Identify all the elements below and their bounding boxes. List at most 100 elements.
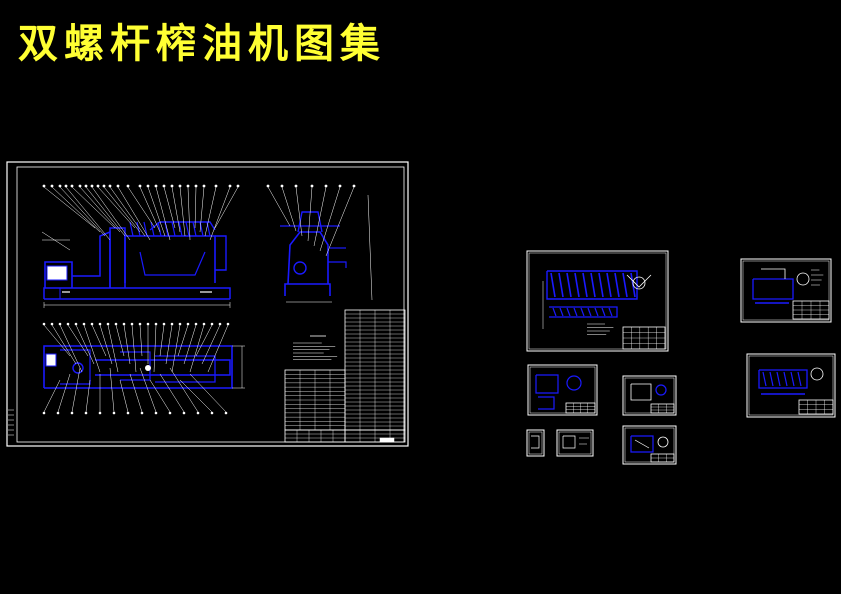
plan-gearbox: [120, 351, 151, 381]
balloon-dot: [202, 184, 206, 188]
leader-line: [85, 186, 126, 237]
leader-line: [139, 324, 143, 357]
shaft-thread: [594, 307, 599, 317]
component-rib: [776, 371, 781, 387]
leader-line: [59, 186, 106, 237]
plan-view: [42, 322, 245, 415]
parts-list: [284, 309, 406, 443]
balloon-dot: [154, 322, 158, 326]
leader-line: [183, 324, 197, 365]
component-sheet-small-a: [527, 364, 598, 416]
balloon-dot: [202, 322, 206, 326]
title-block: [650, 403, 675, 414]
component-body: [752, 278, 794, 300]
part-outline: [535, 374, 559, 394]
balloon-dot: [82, 322, 86, 326]
balloon-dot: [214, 184, 218, 188]
component-body: [758, 369, 808, 389]
leader-line: [43, 324, 71, 357]
barrel-rib: [192, 221, 197, 237]
part-sheet-tiny-a: [526, 429, 545, 457]
leader-line: [179, 379, 213, 413]
balloon-dot: [126, 411, 130, 415]
screw-shaft: [549, 306, 618, 318]
barrel-rib: [143, 221, 148, 237]
parts-list-upper: [344, 309, 406, 431]
shaft-thread: [559, 307, 564, 317]
notes-text: [811, 269, 824, 286]
screw-flight: [622, 272, 628, 298]
leader-line: [207, 324, 229, 373]
balloon-dot: [140, 411, 144, 415]
balloon-dot: [42, 411, 46, 415]
balloon-dot: [310, 184, 314, 188]
leader-line: [214, 186, 239, 229]
balloon-dot: [186, 322, 190, 326]
component-top: [761, 268, 786, 279]
balloon-dot: [178, 184, 182, 188]
balloon-dot: [228, 184, 232, 188]
leader-line: [43, 379, 61, 413]
parts-list-lower: [284, 369, 346, 431]
balloon-dot: [168, 411, 172, 415]
barrel-rib: [157, 221, 162, 237]
balloon-dot: [90, 184, 94, 188]
leader-line: [169, 367, 199, 413]
plan-motor: [60, 349, 91, 385]
leader-line: [307, 186, 313, 242]
part-outline: [630, 383, 652, 401]
balloon-dot: [210, 411, 214, 415]
balloon-dot: [224, 411, 228, 415]
sheet-outer-border: [556, 429, 594, 457]
component-circle: [796, 272, 810, 286]
balloon-dot: [170, 322, 174, 326]
balloon-dot: [226, 322, 230, 326]
balloon-dot: [42, 322, 46, 326]
balloon-dot: [70, 184, 74, 188]
leader-line: [75, 324, 95, 365]
leader-line: [165, 324, 173, 365]
leader-line: [325, 186, 355, 257]
shaft-thread: [566, 307, 571, 317]
balloon-dot: [182, 411, 186, 415]
leader-line: [127, 186, 156, 229]
barrel-rib: [171, 221, 176, 237]
component-rib: [797, 371, 802, 387]
screw-flight: [582, 272, 588, 298]
balloon-dot: [352, 184, 356, 188]
shaft-thread: [608, 307, 613, 317]
balloon-dot: [58, 184, 62, 188]
leader-line: [59, 324, 83, 373]
balloon-dot: [146, 322, 150, 326]
notes-text: [587, 323, 614, 335]
feed-hopper: [149, 221, 216, 231]
balloon-dot: [58, 322, 62, 326]
leader-line: [51, 324, 77, 365]
sheet-inner-border: [528, 431, 543, 455]
sheet-inner-border: [529, 366, 596, 414]
screw-flight: [574, 272, 580, 298]
plan-shaft: [95, 359, 231, 376]
balloon-dot: [294, 184, 298, 188]
shaft-thread: [573, 307, 578, 317]
leader-line: [51, 186, 101, 233]
leader-line: [139, 186, 161, 233]
sheet-outer-border: [622, 375, 677, 416]
part-circle: [655, 384, 667, 396]
section-line: [634, 439, 650, 449]
component-circle: [810, 367, 824, 381]
barrel-rib: [164, 221, 169, 237]
leader-line: [267, 186, 291, 227]
leader-line: [153, 324, 157, 373]
leader-line: [163, 186, 176, 229]
title-block: [622, 326, 666, 350]
detail-view: [626, 274, 652, 288]
balloon-dot: [108, 184, 112, 188]
drawing-set-title: 双螺杆榨油机图集: [18, 21, 386, 67]
barrel-rib: [136, 221, 141, 237]
technical-notes: [293, 335, 338, 360]
leader-line: [313, 186, 327, 247]
leader-line: [187, 186, 191, 241]
part-outline: [562, 435, 576, 449]
